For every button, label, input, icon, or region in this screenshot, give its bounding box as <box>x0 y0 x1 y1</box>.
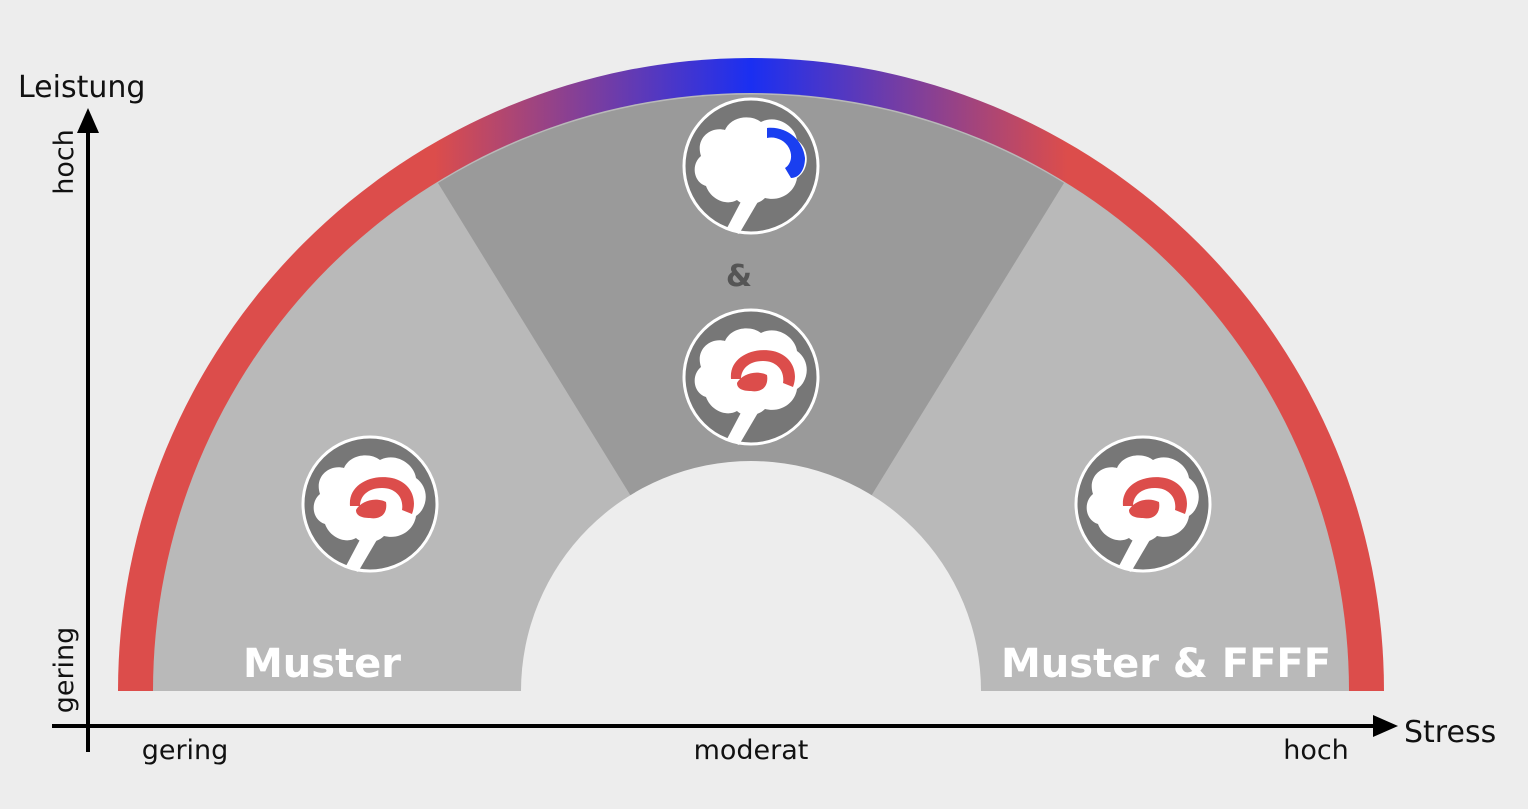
zone-label-left: Muster <box>243 641 401 687</box>
brain-badge-left <box>301 435 439 573</box>
zone-label-right: Muster & FFFF <box>1001 641 1331 687</box>
brain-badge-center-top <box>682 97 820 235</box>
x-axis-low-label: gering <box>142 735 229 766</box>
cortex-highlight <box>767 127 805 178</box>
axes <box>52 108 1398 752</box>
y-axis-high-label: hoch <box>49 129 80 195</box>
brain-badge-right <box>1074 435 1212 573</box>
x-axis-high-label: hoch <box>1283 735 1349 766</box>
x-axis-title: Stress <box>1404 715 1496 750</box>
limbic-highlight <box>730 350 795 387</box>
x-axis-arrow-icon <box>1373 715 1398 737</box>
brain-badge-center-bottom <box>682 308 820 446</box>
inner-hole <box>521 461 981 691</box>
y-axis-low-label: gering <box>49 627 80 714</box>
limbic-highlight <box>349 477 414 514</box>
limbic-highlight <box>1122 477 1187 514</box>
center-joiner: & <box>726 259 752 294</box>
y-axis-title: Leistung <box>18 70 145 105</box>
x-axis-mid-label: moderat <box>694 735 809 766</box>
y-axis-arrow-icon <box>77 108 99 133</box>
